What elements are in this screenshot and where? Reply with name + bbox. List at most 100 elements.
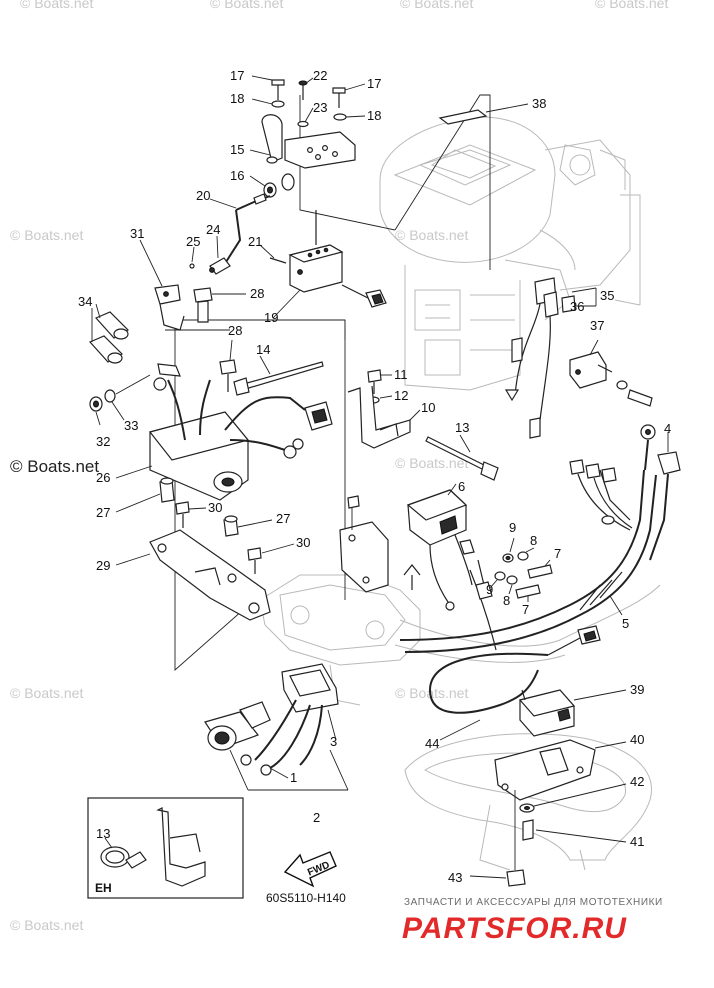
- watermark-text: © Boats.net: [595, 0, 668, 11]
- relay-bracket-group: [249, 75, 387, 319]
- callout-label: 30: [296, 535, 310, 550]
- part-30-bolts: [175, 501, 295, 574]
- callouts: 1 2 3 4 5 6 7 7 8 8 9 9 10 11 12 13 14 1…: [78, 68, 671, 885]
- callout-label: 14: [256, 342, 270, 357]
- fwd-arrow-icon: FWD: [283, 851, 337, 888]
- callout-label: 13: [455, 420, 469, 435]
- shop-tagline: ЗАПЧАСТИ И АКСЕССУАРЫ ДЛЯ МОТОТЕХНИКИ: [404, 897, 663, 908]
- watermark-text: © Boats.net: [210, 0, 283, 11]
- bottom-cowl-outline: [404, 733, 652, 871]
- part-37-sender: [569, 339, 653, 407]
- part-28-bolt: [193, 287, 246, 323]
- watermark-text: © Boats.net: [10, 917, 83, 933]
- callout-label: 15: [230, 142, 244, 157]
- callout-label: 42: [630, 774, 644, 789]
- callout-label: 31: [130, 226, 144, 241]
- callout-label: 18: [367, 108, 381, 123]
- callout-label: 39: [630, 682, 644, 697]
- callout-label: 23: [313, 100, 327, 115]
- watermarks: © Boats.net © Boats.net © Boats.net © Bo…: [10, 0, 668, 933]
- callout-label: 21: [248, 234, 262, 249]
- callout-label: 7: [522, 602, 529, 617]
- lead-wires-group: [189, 193, 287, 275]
- center-bracket: [339, 495, 389, 593]
- callout-label: 8: [503, 593, 510, 608]
- part-3-switch: [204, 663, 349, 791]
- part-38-clip: [438, 103, 529, 125]
- part-44-cable: [428, 625, 601, 741]
- callout-label: 30: [208, 500, 222, 515]
- watermark-text: © Boats.net: [20, 0, 93, 11]
- part-7-8-9-fasteners: [489, 537, 553, 602]
- engine-outline: [379, 116, 641, 391]
- watermark-text: © Boats.net: [395, 455, 468, 471]
- callout-label: 40: [630, 732, 644, 747]
- part-32-33-washers: [89, 374, 151, 426]
- callout-label: 44: [425, 736, 439, 751]
- callout-label: 9: [486, 582, 493, 597]
- callout-label: 35: [600, 288, 614, 303]
- callout-label: 16: [230, 168, 244, 183]
- callout-label: 12: [394, 388, 408, 403]
- callout-label: 34: [78, 294, 92, 309]
- part-11-12-10-bracket: [347, 369, 421, 449]
- callout-label: 11: [394, 367, 408, 382]
- callout-label: 26: [96, 470, 110, 485]
- part-4-battery-cable: [640, 424, 681, 561]
- callout-label: 17: [230, 68, 244, 83]
- part-28-lower-bolt: [219, 339, 237, 392]
- callout-label: 13: [96, 826, 110, 841]
- callout-label: 32: [96, 434, 110, 449]
- shop-logo: PARTSFOR.RU: [402, 912, 627, 945]
- callout-label: 38: [532, 96, 546, 111]
- part-13-cable-tie: [425, 434, 499, 481]
- part-31-bracket: [139, 239, 185, 331]
- callout-label: 28: [228, 323, 242, 338]
- callout-label: 43: [448, 870, 462, 885]
- inset-label: EH: [95, 881, 112, 895]
- part-27-bushings: [115, 477, 273, 537]
- watermark-text: © Boats.net: [10, 457, 99, 476]
- part-6-rectifier: [403, 483, 475, 611]
- callout-label: 2: [313, 810, 320, 825]
- callout-label: 6: [458, 479, 465, 494]
- callout-label: 24: [206, 222, 220, 237]
- callout-label: 17: [367, 76, 381, 91]
- part-5-harness: [399, 459, 657, 653]
- callout-label: 9: [509, 520, 516, 535]
- part-41-42-43-fasteners: [469, 783, 627, 887]
- callout-label: 28: [250, 286, 264, 301]
- assembly-boundary: [165, 94, 491, 671]
- callout-label: 25: [186, 234, 200, 249]
- watermark-text: © Boats.net: [400, 0, 473, 11]
- callout-label: 5: [622, 616, 629, 631]
- callout-label: 41: [630, 834, 644, 849]
- callout-label: 18: [230, 91, 244, 106]
- part-39-relay: [518, 689, 627, 737]
- part-40-bracket: [494, 739, 627, 801]
- callout-label: 37: [590, 318, 604, 333]
- part-34-boots: [88, 303, 129, 364]
- callout-label: 36: [570, 299, 584, 314]
- watermark-text: © Boats.net: [395, 685, 468, 701]
- watermark-text: © Boats.net: [10, 227, 83, 243]
- callout-label: 20: [196, 188, 210, 203]
- inset-eh: 13 EH: [87, 797, 244, 899]
- part-14-cable-tie: [233, 355, 324, 396]
- part-29-mount-plate: [115, 529, 271, 621]
- callout-label: 22: [313, 68, 327, 83]
- callout-label: 4: [664, 421, 671, 436]
- callout-label: 19: [264, 310, 278, 325]
- callout-label: 7: [554, 546, 561, 561]
- watermark-text: © Boats.net: [10, 685, 83, 701]
- callout-label: 27: [276, 511, 290, 526]
- callout-label: 1: [290, 770, 297, 785]
- callout-label: 27: [96, 505, 110, 520]
- watermark-text: © Boats.net: [395, 227, 468, 243]
- callout-label: 10: [421, 400, 435, 415]
- callout-label: 33: [124, 418, 138, 433]
- callout-label: 29: [96, 558, 110, 573]
- shop-branding: ЗАПЧАСТИ И АКСЕССУАРЫ ДЛЯ МОТОТЕХНИКИ PA…: [402, 897, 663, 945]
- part-26-cdi-unit: [115, 363, 333, 501]
